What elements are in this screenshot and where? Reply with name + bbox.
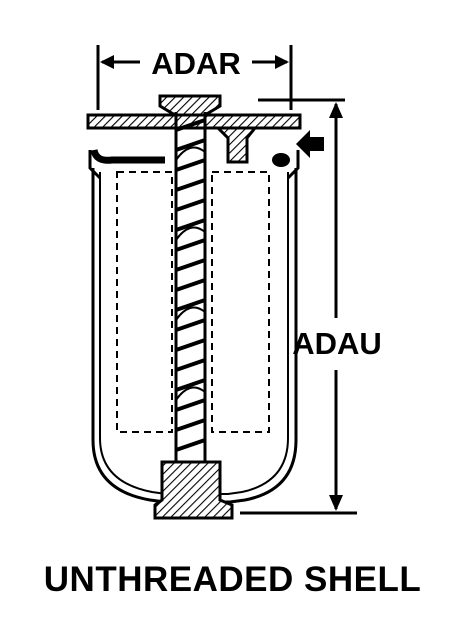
drain-nut (153, 460, 234, 520)
top-cap (158, 94, 222, 117)
width-arrow-right-icon (275, 55, 289, 69)
seal-left (90, 149, 165, 164)
height-arrow-bottom-icon (329, 495, 343, 511)
shell-lip-right (286, 150, 300, 180)
filter-element-left (116, 171, 173, 433)
width-arrow-left-icon (100, 55, 114, 69)
shell-lip-left (88, 150, 102, 180)
height-arrow-top-icon (329, 102, 343, 118)
width-dimension: ADAR (96, 45, 293, 110)
filter-element-right (211, 171, 270, 433)
port-boss (214, 126, 259, 164)
head-plate (86, 113, 302, 130)
height-dimension: ADAU (240, 98, 382, 515)
height-dimension-label: ADAU (292, 326, 382, 361)
shell-outer-wall (91, 168, 298, 504)
center-rod (174, 112, 207, 462)
width-dimension-label: ADAR (151, 46, 241, 81)
seal-right (272, 153, 290, 167)
inlet-arrow-icon (296, 130, 324, 158)
diagram-caption: UNTHREADED SHELL (43, 560, 422, 599)
